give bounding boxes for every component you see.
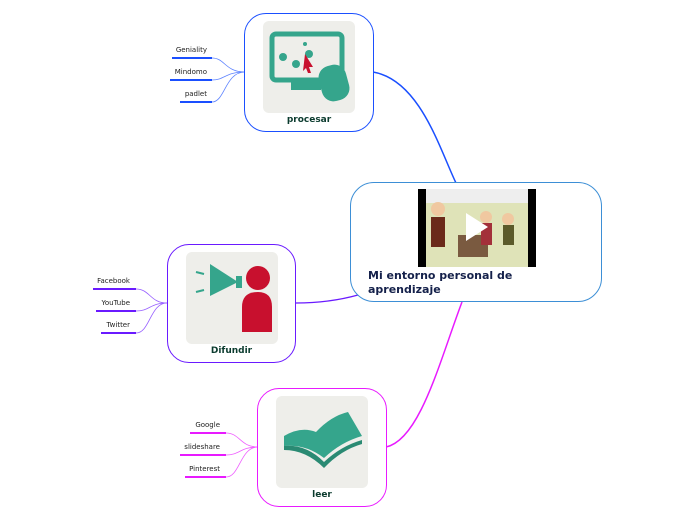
leaf-google[interactable]: Google	[195, 421, 220, 429]
node-leer[interactable]: leer	[257, 388, 387, 507]
node-leer-label: leer	[312, 490, 332, 500]
node-procesar-label: procesar	[286, 115, 332, 125]
central-title: Mi entorno personal de aprendizaje	[368, 269, 513, 296]
leaf-geniality[interactable]: Geniality	[175, 46, 207, 54]
leaf-mindomo[interactable]: Mindomo	[174, 68, 207, 76]
node-difundir-label: Difundir	[210, 346, 253, 356]
leaf-padlet[interactable]: padlet	[184, 90, 207, 98]
book-icon	[276, 396, 368, 488]
leaf-slideshare[interactable]: slideshare	[184, 443, 220, 451]
leaf-pinterest[interactable]: Pinterest	[189, 465, 220, 473]
leaf-facebook[interactable]: Facebook	[97, 277, 130, 285]
computer-mouse-icon	[263, 21, 355, 113]
megaphone-person-icon	[186, 252, 278, 344]
leaf-twitter[interactable]: Twitter	[106, 321, 130, 329]
node-difundir[interactable]: Difundir	[167, 244, 296, 363]
leaf-youtube[interactable]: YouTube	[101, 299, 130, 307]
node-procesar[interactable]: procesar	[244, 13, 374, 132]
central-node[interactable]: Mi entorno personal de aprendizaje	[350, 182, 602, 302]
video-thumbnail[interactable]	[418, 189, 536, 267]
